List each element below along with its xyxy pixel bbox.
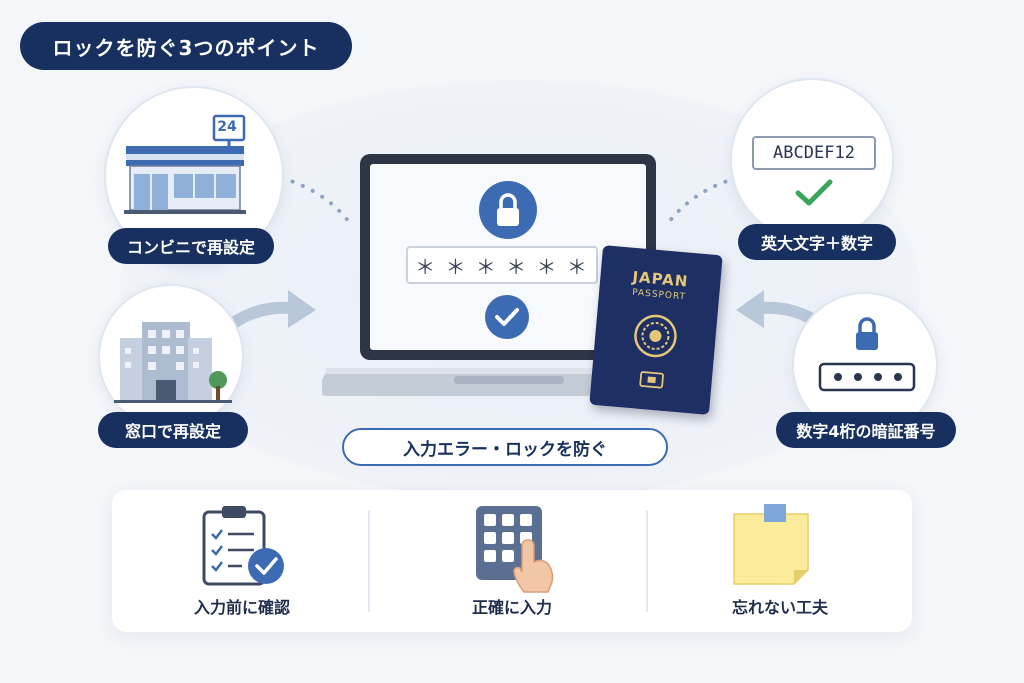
tip-dont-forget: 忘れない工夫 bbox=[650, 490, 910, 632]
divider bbox=[368, 510, 370, 612]
center-label: 入力エラー・ロックを防ぐ bbox=[342, 428, 668, 466]
checkmark-icon bbox=[795, 179, 833, 206]
store-sign-label: 24 bbox=[217, 119, 237, 135]
clipboard-check-icon bbox=[202, 506, 284, 586]
chrysanthemum-emblem-icon bbox=[634, 314, 677, 358]
tip-check-before: 入力前に確認 bbox=[112, 490, 372, 632]
sticky-note-icon bbox=[733, 504, 809, 585]
option-alphanumeric: 英大文字＋数字 bbox=[738, 224, 896, 260]
divider bbox=[646, 510, 648, 612]
connector-dots-left bbox=[280, 176, 354, 228]
convenience-store-icon bbox=[124, 114, 246, 214]
arrow-right-icon bbox=[228, 290, 316, 330]
lock-icon bbox=[479, 181, 537, 239]
alphanumeric-example-text: ABCDEF12 bbox=[773, 143, 855, 163]
passport: JAPAN PASSPORT bbox=[589, 245, 723, 415]
tip-enter-correctly: 正確に入力 bbox=[382, 490, 642, 632]
tip-label: 正確に入力 bbox=[471, 598, 552, 617]
chip-icon bbox=[639, 371, 664, 389]
tips-panel: 入力前に確認 正確に入力 忘れない工夫 bbox=[112, 490, 912, 632]
check-circle-icon bbox=[485, 295, 529, 339]
page-title: ロックを防ぐ3つのポイント bbox=[20, 22, 352, 70]
office-circle bbox=[98, 284, 244, 430]
password-mask: ＊ ＊ ＊ ＊ ＊ ＊ bbox=[415, 254, 589, 279]
tip-label: 入力前に確認 bbox=[193, 598, 290, 617]
connector-dots-right bbox=[664, 176, 738, 228]
keypad-tap-icon bbox=[476, 506, 554, 593]
password-field[interactable]: ＊ ＊ ＊ ＊ ＊ ＊ bbox=[406, 246, 598, 284]
alphanumeric-circle: ABCDEF12 bbox=[730, 78, 894, 242]
option-convenience-store: コンビニで再設定 bbox=[108, 228, 274, 264]
pin-entry-icon bbox=[818, 317, 916, 392]
option-counter: 窓口で再設定 bbox=[98, 412, 248, 448]
tip-label: 忘れない工夫 bbox=[731, 598, 828, 617]
alphanumeric-example-box: ABCDEF12 bbox=[752, 136, 876, 170]
option-pin: 数字4桁の暗証番号 bbox=[776, 412, 956, 448]
office-building-icon bbox=[114, 322, 232, 403]
